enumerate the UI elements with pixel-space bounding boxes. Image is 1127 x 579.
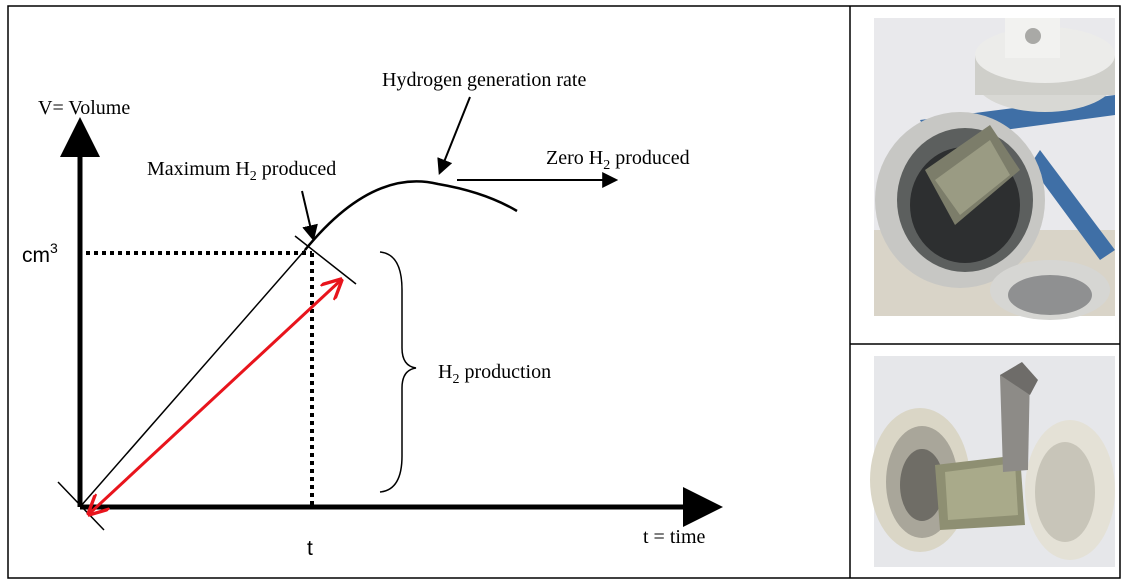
y-tick-unit: cm [22,244,50,267]
zero-label-pre: Zero H [546,147,603,169]
zero-label-post: produced [610,147,689,169]
tangent-tick-origin [57,481,105,531]
rate-label: Hydrogen generation rate [382,69,586,91]
production-label: H2 production [438,361,551,387]
production-label-pre: H [438,361,452,383]
x-axis-label: t = time [643,526,706,548]
reactor-cartridge-photo [870,356,1115,567]
x-tick-label: t [307,537,313,560]
red-double-arrow [89,280,341,514]
max-pointer-arrow [301,190,318,242]
y-tick-label: cm3 [22,240,58,267]
max-label-sub: 2 [250,169,257,184]
max-label-post: produced [257,158,336,180]
y-axis-label: V= Volume [38,97,130,119]
production-label-post: production [459,361,551,383]
y-tick-exponent: 3 [50,240,58,256]
production-brace [379,251,417,493]
zero-label-sub: 2 [603,158,610,173]
zero-produced-label: Zero H2 produced [546,147,690,173]
rate-pointer-arrow [437,96,471,175]
generation-curve [304,180,518,251]
production-label-sub: 2 [452,372,459,387]
tangent-tick-top [294,235,357,285]
max-produced-label: Maximum H2 produced [147,158,336,184]
max-label-pre: Maximum H [147,158,250,180]
reactor-cylinder-photo [874,18,1115,320]
panel-borders [7,5,1121,579]
linear-production-line [79,249,306,508]
